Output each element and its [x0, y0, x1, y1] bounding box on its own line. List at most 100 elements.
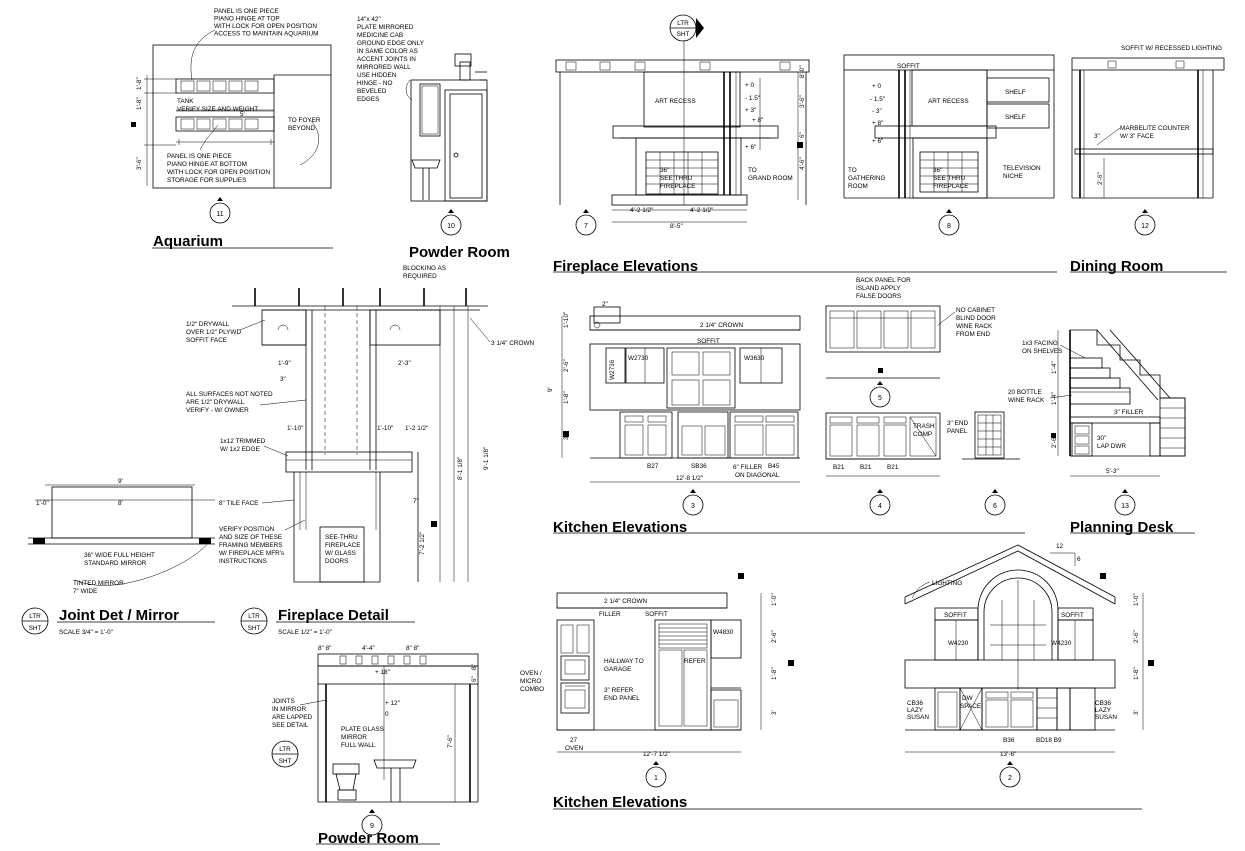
dr-dim-h: 2'-6" [1097, 172, 1104, 185]
aq-tank-2: VERIFY SIZE AND WEIGHT [177, 106, 258, 113]
fd-dim-d5: 1'-10" [377, 425, 393, 432]
k2-pitch-run: 6 [1077, 556, 1081, 563]
k3-b27: B27 [647, 463, 659, 470]
pr-mirror-11: EDGES [357, 96, 379, 103]
k2-soffit-right: SOFFIT [1061, 612, 1084, 619]
fp8-soffit: SOFFIT [897, 63, 920, 70]
fd-dim-d6: 1'-2 1/2" [405, 425, 428, 432]
view-number-11: 11 [216, 211, 223, 218]
k4-base-3: B21 [887, 464, 899, 471]
p9-glass-1: PLATE GLASS [341, 726, 384, 733]
k3-filler-1: 6" FILLER [733, 464, 763, 471]
dr-soffit: SOFFIT W/ RECESSED LIGHTING [1121, 45, 1222, 52]
k5-nocab-1: NO CABINET [956, 307, 995, 314]
k1-dim-h1: 1'-0" [771, 593, 778, 606]
k2-cb36-left-3: SUSAN [907, 714, 929, 721]
k1-hallway-2: GARAGE [604, 666, 631, 673]
k1-dim-h2: 2'-6" [771, 630, 778, 643]
k2-w4230-left: W4230 [948, 640, 969, 647]
svg-text:30"LAP DWR: 30"LAP DWR [1097, 435, 1126, 450]
fd-ref-tag-bottom: SHT [248, 625, 261, 632]
p9-joints-2: IN MIRROR [272, 706, 306, 713]
view-number-12: 12 [1141, 223, 1149, 230]
k1-dim-h3: 1'-8" [771, 667, 778, 680]
fp8-level-2: - 1.5" [870, 96, 885, 103]
fp7-dim-htop: 8'-0" [799, 65, 806, 78]
fd-dim-h2: 8'-1 1/8" [457, 457, 464, 480]
k3-soffit: SOFFIT [697, 338, 720, 345]
aq-foyer-2: BEYOND [288, 125, 315, 132]
svg-text:+ 0- 1.5"- 3"+ 8"+ 6": + 0- 1.5"- 3"+ 8"+ 6" [870, 83, 885, 145]
pr-mirror-2: PLATE MIRRORED [357, 24, 414, 31]
k3-b45: B45 [768, 463, 780, 470]
fd-drywall-2: OVER 1/2" PLYWD [186, 329, 241, 336]
view-number-7: 7 [584, 223, 588, 230]
aq-panel-top-4: ACCESS TO MAINTAIN AQUARIUM [214, 31, 318, 38]
fp8-level-3: - 3" [872, 108, 882, 115]
jd-ref-tag-bottom: SHT [29, 625, 42, 632]
aq-panel-bottom-2: PIANO HINGE AT BOTTOM [167, 161, 247, 168]
fp7-level-4: + 8" [752, 117, 763, 124]
fp7-art-recess: ART RECESS [655, 98, 696, 105]
k4-end-1: 3" END [947, 420, 968, 427]
dr-counter-1: MARBELITE COUNTER [1120, 125, 1190, 132]
p9-dim-6: 0 [385, 711, 389, 718]
aq-panel-top-3: WITH LOCK FOR OPEN POSITION [214, 23, 317, 30]
fd-dim-d1: 1'-9" [278, 360, 291, 367]
fp7-dim-hlow: 4'-6" [799, 157, 806, 170]
p9-dim-h3: 7'-6" [447, 735, 454, 748]
fp7-grand-2: GRAND ROOM [748, 175, 793, 182]
view-number-6: 6 [993, 503, 997, 510]
k3-dim-tall: 9' [547, 387, 554, 392]
fp8-gathering-1: TO [848, 167, 857, 174]
fd-verify-3: FRAMING MEMBERS [219, 542, 283, 549]
pd-facing-2: ON SHELVES [1022, 348, 1062, 355]
k2-soffit-left: SOFFIT [944, 612, 967, 619]
fd-trim-2: W/ 1x2 EDGE [220, 446, 260, 453]
fd-crown: 3 1/4" CROWN [491, 340, 534, 347]
view-number-10: 10 [447, 223, 455, 230]
fp7-level-1: + 0 [745, 82, 755, 89]
fd-trim-1: 1x12 TRIMMED [220, 438, 266, 445]
view-number-9: 9 [370, 823, 374, 830]
kitchen-elevation-2: LIGHTING 12 6 SOFFIT SOFFIT W4230 W4230 … [553, 543, 1154, 811]
kitchen-elevation-1: 2 1/4" CROWN FILLER SOFFIT W4830 HALLWAY… [520, 573, 794, 788]
p9-dim-3: 8" 8" [406, 645, 419, 652]
aq-dim-h1: 1'-8" [136, 77, 143, 90]
svg-text:+ 0- 1.5"+ 3"+ 8"+ 6": + 0- 1.5"+ 3"+ 8"+ 6" [745, 82, 763, 151]
p9-dim-1: 8" 8" [318, 645, 331, 652]
fp8-fireplace-2: SEE THRU [933, 175, 966, 182]
p9-dim-4: + 18" [375, 669, 390, 676]
k2-total: 13'-6" [1000, 751, 1016, 758]
fd-seethru-3: W/ GLASS [325, 550, 356, 557]
k3-dim-top: 2" [602, 301, 608, 308]
k4-base-1: B21 [833, 464, 845, 471]
fireplace-elevation-8: SOFFIT + 0- 1.5"- 3"+ 8"+ 6" ART RECESS … [553, 54, 1057, 275]
fp8-level-5: + 6" [872, 138, 883, 145]
fd-dim-d3: 3" [280, 376, 286, 383]
k5-nocab-2: BLIND DOOR [956, 315, 996, 322]
k3-dim-h4: 3' [563, 435, 570, 440]
jd-dim-outer: 9' [118, 478, 123, 485]
aq-panel-bottom-4: STORAGE FOR SUPPLIES [167, 177, 246, 184]
fp7-dim-hmid: 3'-6" [799, 95, 806, 108]
p9-dim-h1: 8" [471, 664, 478, 670]
k1-dim-h4: 3' [771, 710, 778, 715]
p9-glass-3: FULL WALL [341, 742, 376, 749]
k4-trash-1: TRASH [913, 423, 935, 430]
